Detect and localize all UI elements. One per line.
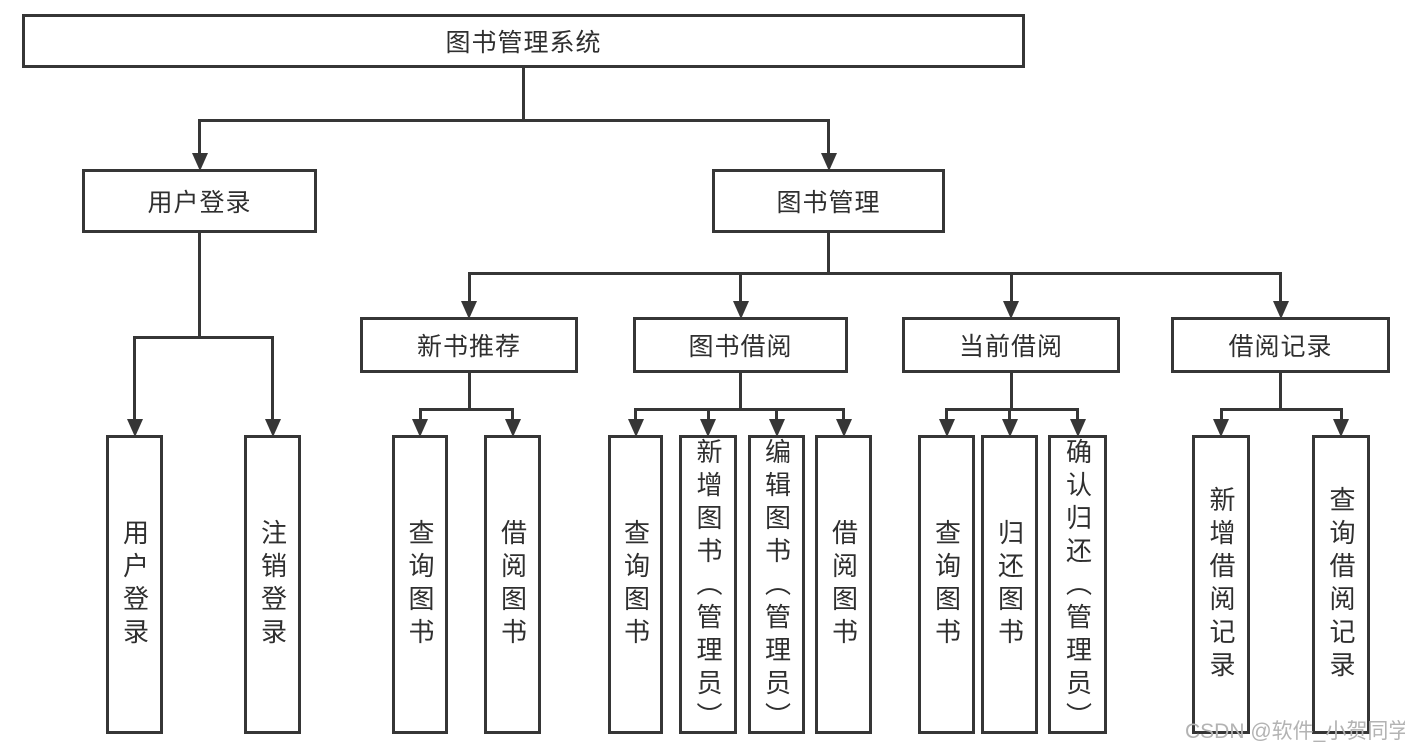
node-label-cb-confirm: 确认归还（管理员） xyxy=(1062,438,1093,735)
node-label-borrow-records: 借阅记录 xyxy=(1228,333,1333,361)
node-bb-borrow: 借阅图书 xyxy=(815,435,872,734)
edge-arrowhead-root-1 xyxy=(820,153,837,171)
edge-stem-new-book-rec xyxy=(467,373,471,411)
node-label-bb-add: 新增图书（管理员） xyxy=(693,438,723,735)
node-root: 图书管理系统 xyxy=(22,14,1025,68)
edge-drop-new-book-rec-1 xyxy=(511,408,514,425)
node-label-login: 用户登录 xyxy=(119,518,150,651)
edge-drop-book-mgmt-3 xyxy=(1279,272,1282,307)
node-book-mgmt: 图书管理 xyxy=(712,169,945,233)
edge-stem-book-borrow xyxy=(739,373,742,411)
node-label-br-query: 查询借阅记录 xyxy=(1326,485,1356,684)
node-cb-confirm: 确认归还（管理员） xyxy=(1048,435,1107,735)
node-bb-add: 新增图书（管理员） xyxy=(679,435,737,735)
edge-arrowhead-book-mgmt-1 xyxy=(732,301,749,319)
edge-rail-root xyxy=(198,119,830,122)
node-br-add: 新增借阅记录 xyxy=(1192,435,1250,734)
node-label-bb-query: 查询图书 xyxy=(620,518,651,651)
node-label-cb-return: 归还图书 xyxy=(994,518,1025,651)
edge-drop-book-mgmt-2 xyxy=(1009,272,1013,307)
edge-arrowhead-book-mgmt-0 xyxy=(461,301,477,319)
node-cb-query: 查询图书 xyxy=(918,435,975,734)
edge-arrowhead-book-borrow-3 xyxy=(835,419,852,437)
node-book-borrow: 图书借阅 xyxy=(633,317,848,373)
node-login: 用户登录 xyxy=(106,435,163,734)
edge-arrowhead-root-0 xyxy=(191,153,208,171)
edge-drop-user-login-0 xyxy=(133,336,136,425)
edge-drop-user-login-1 xyxy=(271,336,274,425)
edge-rail-user-login xyxy=(133,336,274,339)
edge-arrowhead-book-borrow-0 xyxy=(627,419,644,437)
edge-drop-borrow-records-0 xyxy=(1219,408,1223,425)
edge-rail-current-borrow xyxy=(945,408,1079,411)
edge-drop-root-0 xyxy=(198,119,201,159)
edge-arrowhead-new-book-rec-1 xyxy=(504,419,521,437)
edge-rail-book-borrow xyxy=(634,408,845,411)
edge-stem-user-login xyxy=(198,233,201,339)
node-borrow-records: 借阅记录 xyxy=(1171,317,1390,373)
edge-drop-borrow-records-1 xyxy=(1339,408,1343,425)
edge-drop-root-1 xyxy=(827,119,830,159)
edge-drop-book-borrow-1 xyxy=(706,408,710,425)
edge-drop-book-borrow-3 xyxy=(842,408,845,425)
edge-stem-book-mgmt xyxy=(827,233,830,275)
node-cb-return: 归还图书 xyxy=(981,435,1038,734)
edge-rail-new-book-rec xyxy=(418,408,514,411)
node-label-logout: 注销登录 xyxy=(257,518,288,651)
node-label-bb-borrow: 借阅图书 xyxy=(828,518,859,651)
node-label-book-mgmt: 图书管理 xyxy=(776,189,881,217)
edge-drop-current-borrow-0 xyxy=(945,408,948,425)
edge-arrowhead-book-mgmt-3 xyxy=(1272,301,1289,319)
node-label-book-borrow: 图书借阅 xyxy=(688,333,793,361)
edge-stem-borrow-records xyxy=(1279,373,1282,411)
node-label-new-book-rec: 新书推荐 xyxy=(416,333,521,361)
edge-arrowhead-user-login-0 xyxy=(126,419,143,437)
edge-arrowhead-new-book-rec-0 xyxy=(412,419,428,437)
node-bb-query: 查询图书 xyxy=(608,435,663,734)
edge-drop-book-mgmt-0 xyxy=(467,272,471,307)
edge-arrowhead-current-borrow-1 xyxy=(1001,419,1018,437)
node-label-cb-query: 查询图书 xyxy=(931,518,962,651)
node-nb-query: 查询图书 xyxy=(392,435,448,734)
edge-stem-current-borrow xyxy=(1009,373,1013,411)
node-bb-edit: 编辑图书（管理员） xyxy=(748,435,805,735)
edge-arrowhead-current-borrow-0 xyxy=(938,419,955,437)
edge-drop-book-borrow-0 xyxy=(634,408,637,425)
edge-stem-root xyxy=(522,68,525,122)
watermark: CSDN @软件_小贺同学 xyxy=(1185,720,1405,743)
edge-arrowhead-current-borrow-2 xyxy=(1069,419,1086,437)
edge-arrowhead-book-borrow-2 xyxy=(768,419,785,437)
edge-arrowhead-user-login-1 xyxy=(264,419,281,437)
node-user-login: 用户登录 xyxy=(82,169,317,233)
edge-rail-book-mgmt xyxy=(467,272,1282,275)
node-label-root: 图书管理系统 xyxy=(445,29,602,57)
node-label-user-login: 用户登录 xyxy=(147,189,252,217)
node-logout: 注销登录 xyxy=(244,435,301,734)
node-label-nb-query: 查询图书 xyxy=(405,518,435,651)
node-label-current-borrow: 当前借阅 xyxy=(958,333,1063,361)
edge-drop-book-borrow-2 xyxy=(775,408,778,425)
edge-drop-new-book-rec-0 xyxy=(418,408,422,425)
node-label-nb-borrow: 借阅图书 xyxy=(497,518,528,651)
node-br-query: 查询借阅记录 xyxy=(1312,435,1370,734)
node-label-br-add: 新增借阅记录 xyxy=(1206,485,1236,684)
node-current-borrow: 当前借阅 xyxy=(902,317,1120,373)
edge-drop-current-borrow-2 xyxy=(1076,408,1079,425)
edge-drop-current-borrow-1 xyxy=(1008,408,1011,425)
edge-arrowhead-borrow-records-1 xyxy=(1333,419,1349,437)
node-label-bb-edit: 编辑图书（管理员） xyxy=(761,438,792,735)
edge-arrowhead-book-mgmt-2 xyxy=(1003,301,1019,319)
edge-rail-borrow-records xyxy=(1219,408,1343,411)
edge-arrowhead-book-borrow-1 xyxy=(700,419,716,437)
edge-arrowhead-borrow-records-0 xyxy=(1213,419,1229,437)
edge-drop-book-mgmt-1 xyxy=(739,272,742,307)
node-nb-borrow: 借阅图书 xyxy=(484,435,541,734)
node-new-book-rec: 新书推荐 xyxy=(360,317,578,373)
